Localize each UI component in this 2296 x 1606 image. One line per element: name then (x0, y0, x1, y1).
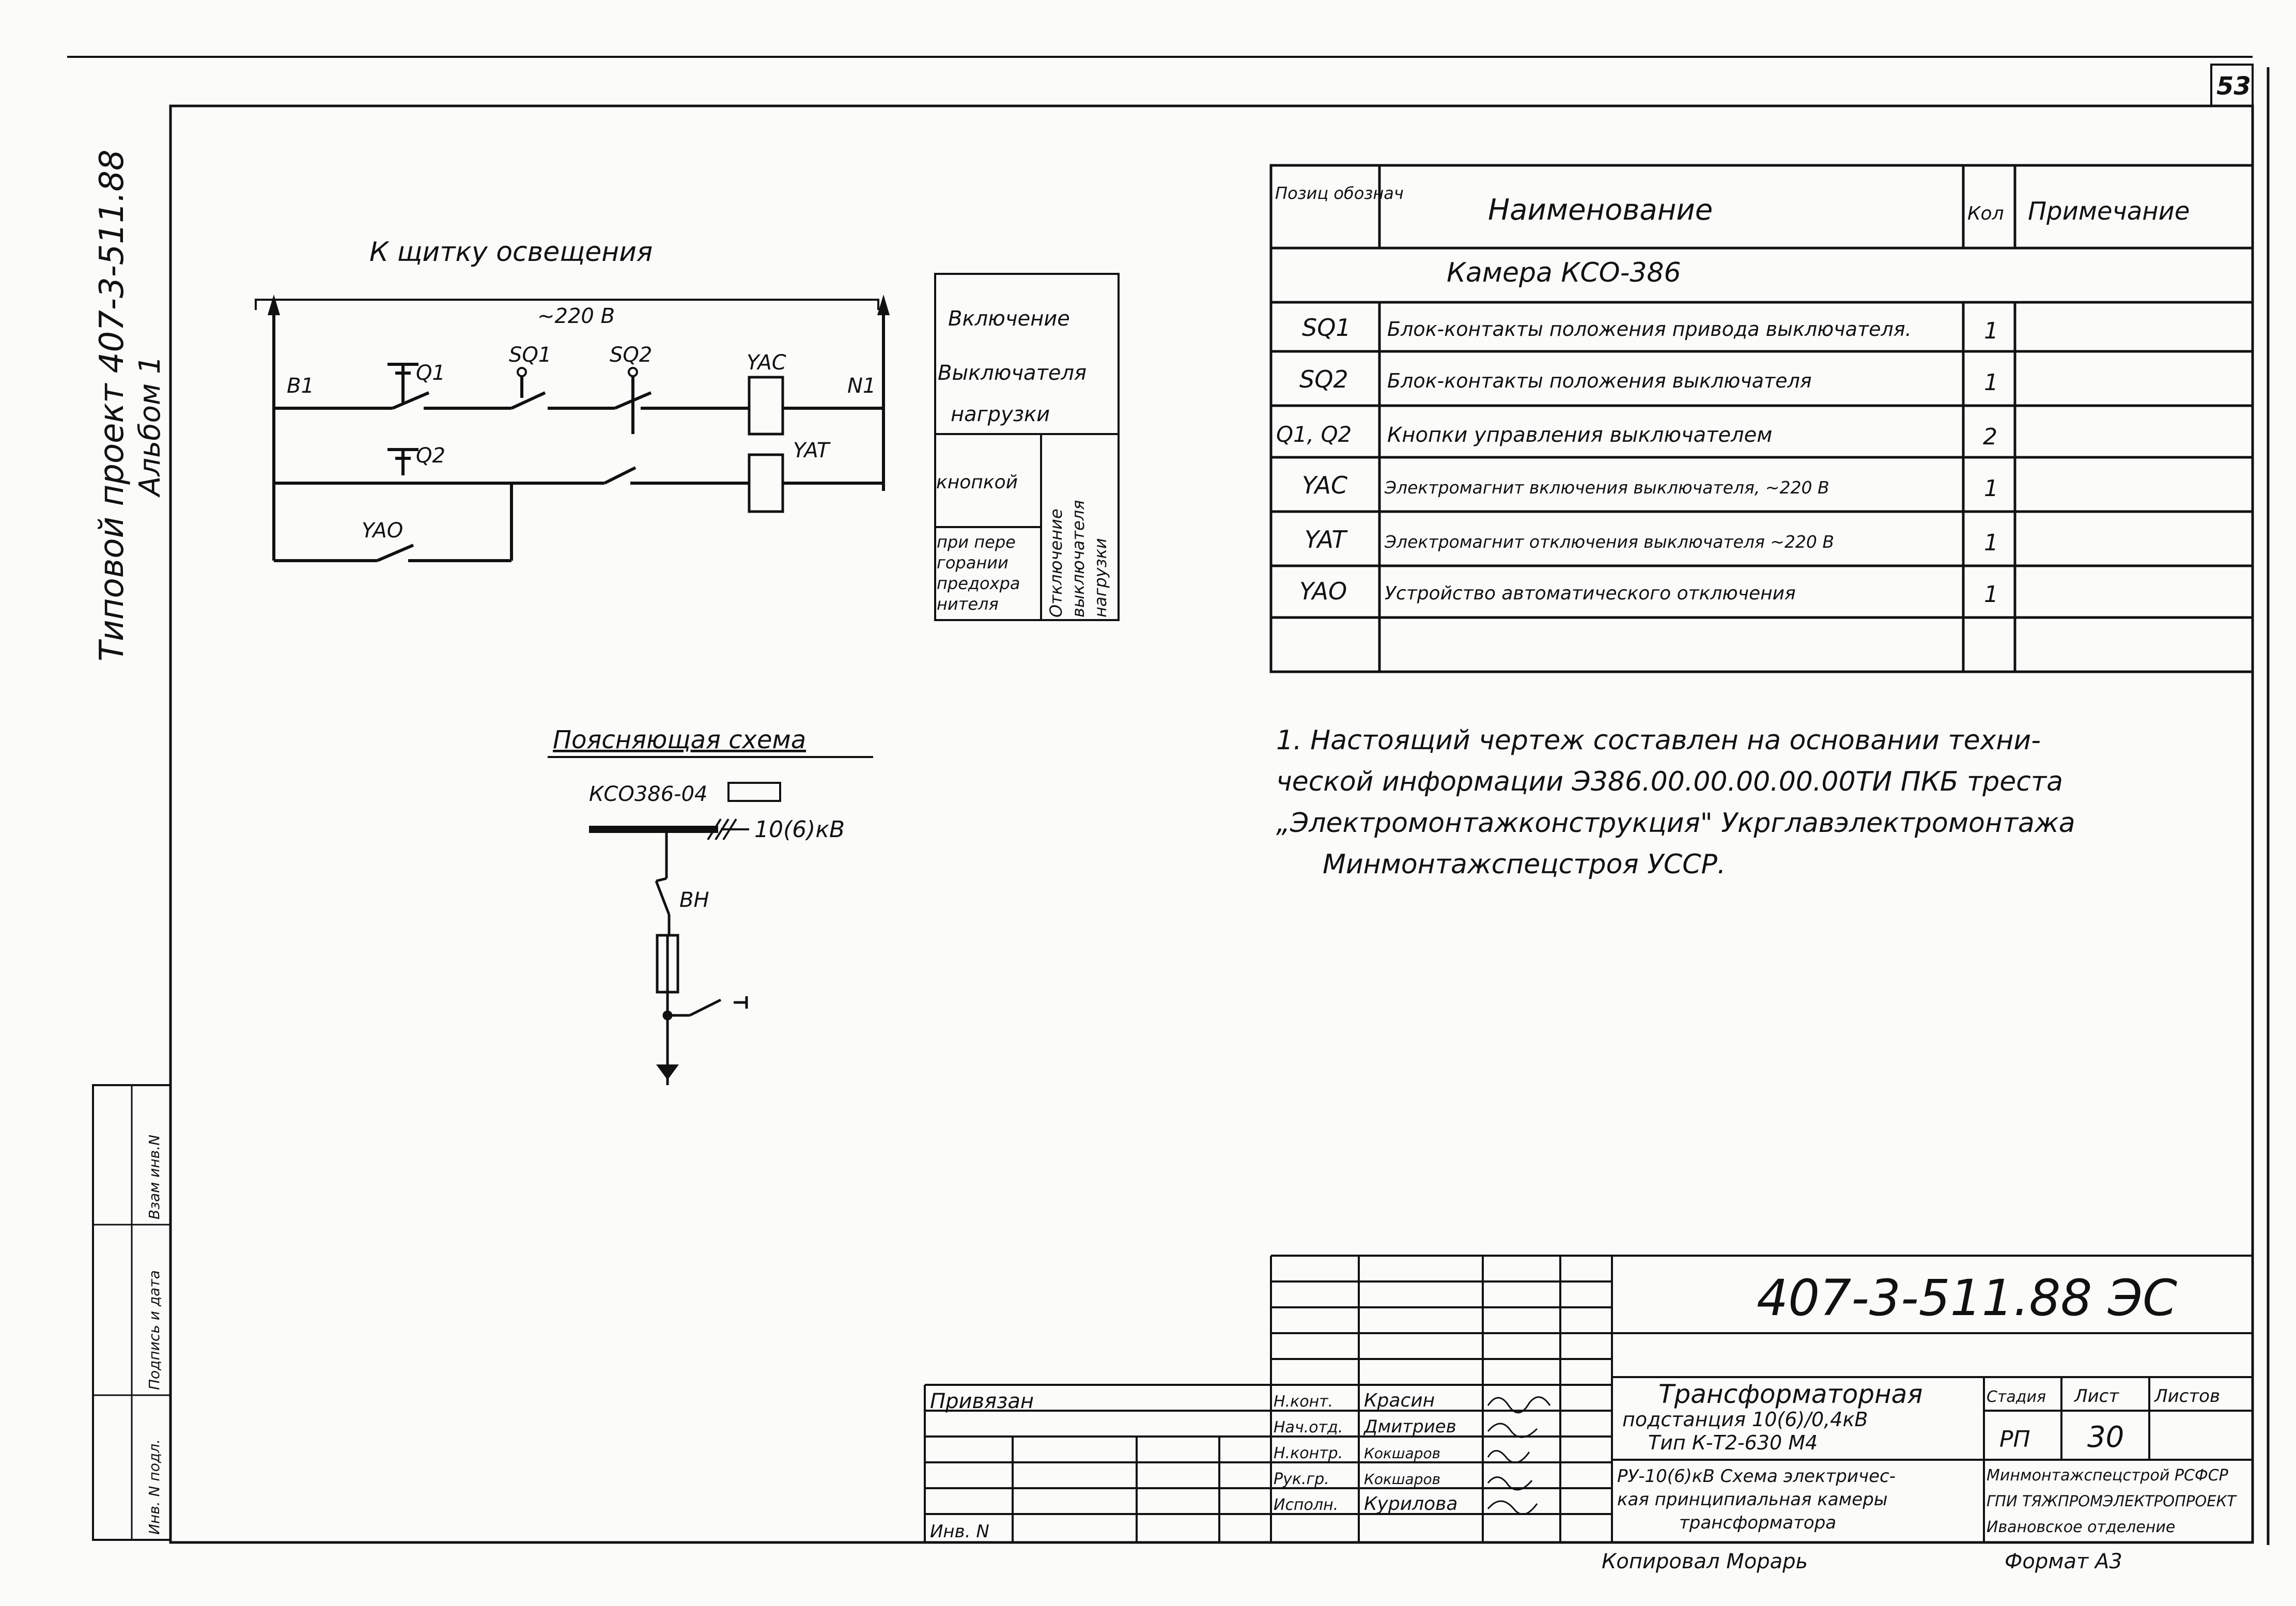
privyazan-label: Привязан (930, 1389, 1034, 1413)
note-line1: 1. Настоящий чертеж составлен на основан… (1276, 725, 2041, 756)
role-5: Исполн. (1274, 1496, 1338, 1514)
spec-row5-pos: YAT (1305, 526, 1348, 553)
explanatory-feeder (655, 829, 748, 1085)
explanatory-title: Поясняющая схема (553, 725, 806, 754)
spec-row1-name: Блок-контакты положения привода выключат… (1387, 318, 1912, 341)
spec-row3-name: Кнопки управления выключателем (1387, 423, 1772, 447)
voltage-label: ~220 В (537, 304, 615, 328)
spec-row4-qty: 1 (1984, 475, 1998, 502)
spec-header-note: Примечание (2028, 197, 2190, 226)
name-2: Дмитриев (1363, 1416, 1456, 1437)
note-line2: ческой информации Э386.00.00.00.00.00ТИ … (1276, 766, 2063, 797)
org-2: ГПИ ТЯЖПРОМЭЛЕКТРОПРОЕКТ (1987, 1492, 2237, 1510)
label-b1: В1 (287, 374, 314, 398)
page-number-box (2210, 64, 2254, 107)
label-sq1: SQ1 (509, 343, 551, 367)
name-1: Красин (1364, 1390, 1435, 1411)
role-4: Рук.гр. (1274, 1470, 1329, 1488)
schematic-title: К щитку освещения (369, 237, 653, 268)
inv-no-label: Инв. N (930, 1521, 989, 1542)
label-n1: N1 (847, 374, 876, 398)
func-left-top: кнопкой (936, 472, 1018, 493)
inner-frame (169, 104, 2254, 1544)
label-q2: Q2 (416, 444, 445, 468)
title-block-grid (924, 1255, 2253, 1542)
func-right-2: выключателя (1068, 500, 1088, 617)
explanatory-switch: ВН (679, 888, 709, 912)
stage-label: Стадия (1987, 1388, 2046, 1406)
spec-row6-pos: YAO (1299, 577, 1347, 605)
func-row3: нагрузки (951, 403, 1050, 426)
sheet-title-2: кая принципиальная камеры (1617, 1489, 1888, 1510)
func-left-bottom-4: нителя (937, 594, 999, 614)
spec-row4-name: Электромагнит включения выключателя, ~22… (1384, 477, 1829, 498)
role-1: Н.конт. (1274, 1393, 1333, 1411)
func-left-bottom-2: горании (937, 553, 1009, 573)
sheet-label: Лист (2073, 1386, 2119, 1407)
name-3: Кокшаров (1364, 1445, 1440, 1462)
func-right-3: нагрузки (1091, 538, 1110, 617)
explanatory-cell: КСО386-04 (589, 782, 708, 806)
sheet-title-1: РУ-10(6)кВ Схема электричес- (1617, 1466, 1896, 1487)
spec-header-pos: Позиц обознач (1275, 183, 1404, 203)
role-3: Н.контр. (1274, 1444, 1343, 1462)
label-yao: YAO (362, 519, 403, 543)
doc-code: 407-3-511.88 ЭС (1757, 1269, 2177, 1327)
control-schematic (255, 295, 890, 562)
org-3: Ивановское отделение (1987, 1518, 2175, 1536)
spec-row2-name: Блок-контакты положения выключателя (1387, 369, 1812, 392)
side-stamp-3: Инв. N подл. (146, 1439, 163, 1535)
project-title-1: Трансформаторная (1658, 1379, 1922, 1409)
org-1: Минмонтажспецстрой РСФСР (1987, 1466, 2229, 1485)
note-line4: Минмонтажспецстроя УССР. (1323, 849, 1726, 880)
side-label-line1: Типовой проект 407-3-511.88 (93, 149, 131, 661)
spec-table-grid (1269, 164, 2254, 673)
spec-row5-qty: 1 (1984, 530, 1998, 556)
label-yac: YAC (747, 351, 786, 375)
sheet-title-3: трансформатора (1679, 1512, 1836, 1533)
spec-row3-pos: Q1, Q2 (1276, 422, 1352, 447)
label-sq2: SQ2 (610, 343, 652, 367)
side-stamp-2: Подпись и дата (146, 1270, 163, 1390)
page-number: 53 (2216, 72, 2251, 101)
ground-arrow (656, 1064, 679, 1080)
label-q1: Q1 (416, 361, 445, 385)
spec-row6-name: Устройство автоматического отключения (1385, 583, 1796, 604)
note-line3: „Электромонтажконструкция" Укрглавэлектр… (1276, 808, 2075, 839)
label-yat: YAT (793, 439, 831, 462)
spec-header-name: Наименование (1488, 193, 1713, 227)
spec-row4-pos: YAC (1302, 471, 1347, 499)
spec-row5-name: Электромагнит отключения выключателя ~22… (1384, 532, 1834, 552)
spec-row2-qty: 1 (1984, 369, 1998, 396)
name-4: Кокшаров (1364, 1471, 1440, 1488)
func-row2: Выключателя (938, 361, 1087, 385)
spec-group: Камера КСО-386 (1447, 257, 1681, 288)
side-label-line2: Альбом 1 (133, 356, 167, 496)
format-label: Формат А3 (2005, 1550, 2122, 1573)
side-stamp-1: Взам инв.N (146, 1134, 163, 1219)
spec-row6-qty: 1 (1984, 581, 1998, 608)
stage-value: РП (1999, 1426, 2030, 1453)
signatures (1487, 1396, 1551, 1515)
function-table (934, 273, 1120, 621)
spec-row1-qty: 1 (1984, 318, 1998, 344)
func-row1: Включение (948, 307, 1070, 331)
spec-row2-pos: SQ2 (1299, 365, 1348, 393)
sheets-label: Листов (2153, 1386, 2220, 1407)
func-left-bottom-3: предохра (937, 574, 1020, 593)
spec-row1-pos: SQ1 (1302, 314, 1351, 342)
name-5: Курилова (1364, 1493, 1457, 1515)
func-right-1: Отключение (1046, 508, 1066, 617)
explanatory-bus: 10(6)кВ (754, 816, 845, 843)
func-left-bottom-1: при пере (937, 532, 1016, 552)
spec-header-qty: Кол (1967, 203, 2004, 224)
spec-row3-qty: 2 (1983, 424, 1997, 450)
sheet-value: 30 (2087, 1420, 2124, 1454)
project-title-3: Тип К-Т2-630 М4 (1648, 1431, 1818, 1454)
copied-by: Копировал Морарь (1602, 1550, 1808, 1573)
role-2: Нач.отд. (1274, 1418, 1343, 1437)
project-title-2: подстанция 10(6)/0,4кВ (1622, 1408, 1868, 1431)
